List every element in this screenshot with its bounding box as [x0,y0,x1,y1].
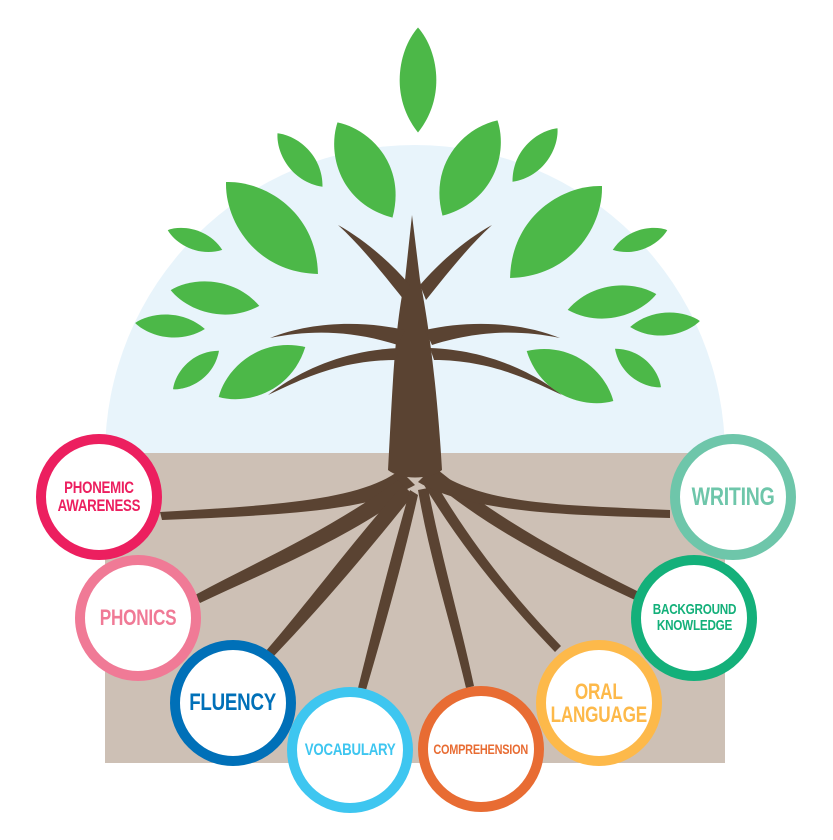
root-fluency [265,485,413,658]
skill-circle-fluency: FLUENCY [170,640,296,766]
leaf [277,133,323,187]
branch [420,225,492,300]
leaf [170,281,260,315]
root-phonics [195,480,410,603]
branch [268,348,400,395]
skill-label-line: WRITING [691,482,775,511]
leaf [615,348,661,388]
root-writing [418,468,670,518]
leaf [439,120,501,216]
leaves [135,27,700,404]
leaf [167,227,223,252]
leaf [226,182,318,274]
branch [270,323,405,345]
trunk-main [388,215,442,478]
root-comprehension [418,488,474,688]
skill-label-line: AWARENESS [57,496,141,515]
skill-label: VOCABULARY [305,741,396,759]
skill-circle-writing: WRITING [670,434,796,560]
leaf [218,345,306,400]
skill-label-line: VOCABULARY [304,740,396,760]
skill-label-line: FLUENCY [189,689,277,717]
skill-label-line: ORAL [575,678,623,704]
leaf [567,285,657,319]
leaf [399,27,437,133]
skill-label-line: KNOWLEDGE [656,617,732,634]
leaf [630,312,700,336]
root-oral-language [424,480,561,652]
skill-label: WRITING [691,482,775,511]
leaf [334,122,396,218]
skill-circle-vocabulary: VOCABULARY [287,687,413,813]
skill-circle-comprehension: COMPREHENSION [418,686,544,812]
skill-label: COMPREHENSION [433,740,529,757]
root-vocabulary [358,490,418,690]
root-phonemic-awareness [160,470,415,520]
branch [425,323,560,345]
leaf [173,350,219,390]
leaf [135,314,205,338]
skill-label-line: COMPREHENSION [433,740,529,757]
leaf [612,227,668,252]
leaf [510,186,602,278]
branch [430,348,562,395]
trunk [268,215,562,478]
roots [160,468,670,690]
leaf [526,349,614,404]
skill-label-line: LANGUAGE [550,702,648,727]
branch [338,225,410,300]
skill-label: PHONICS [100,606,177,629]
skill-label-line: PHONEMIC [64,478,134,498]
skill-label-line: BACKGROUND [652,601,736,619]
skill-label-line: PHONICS [99,605,177,631]
skill-label: FLUENCY [190,690,277,715]
skill-circle-phonics: PHONICS [75,555,201,681]
leaf [512,128,558,182]
